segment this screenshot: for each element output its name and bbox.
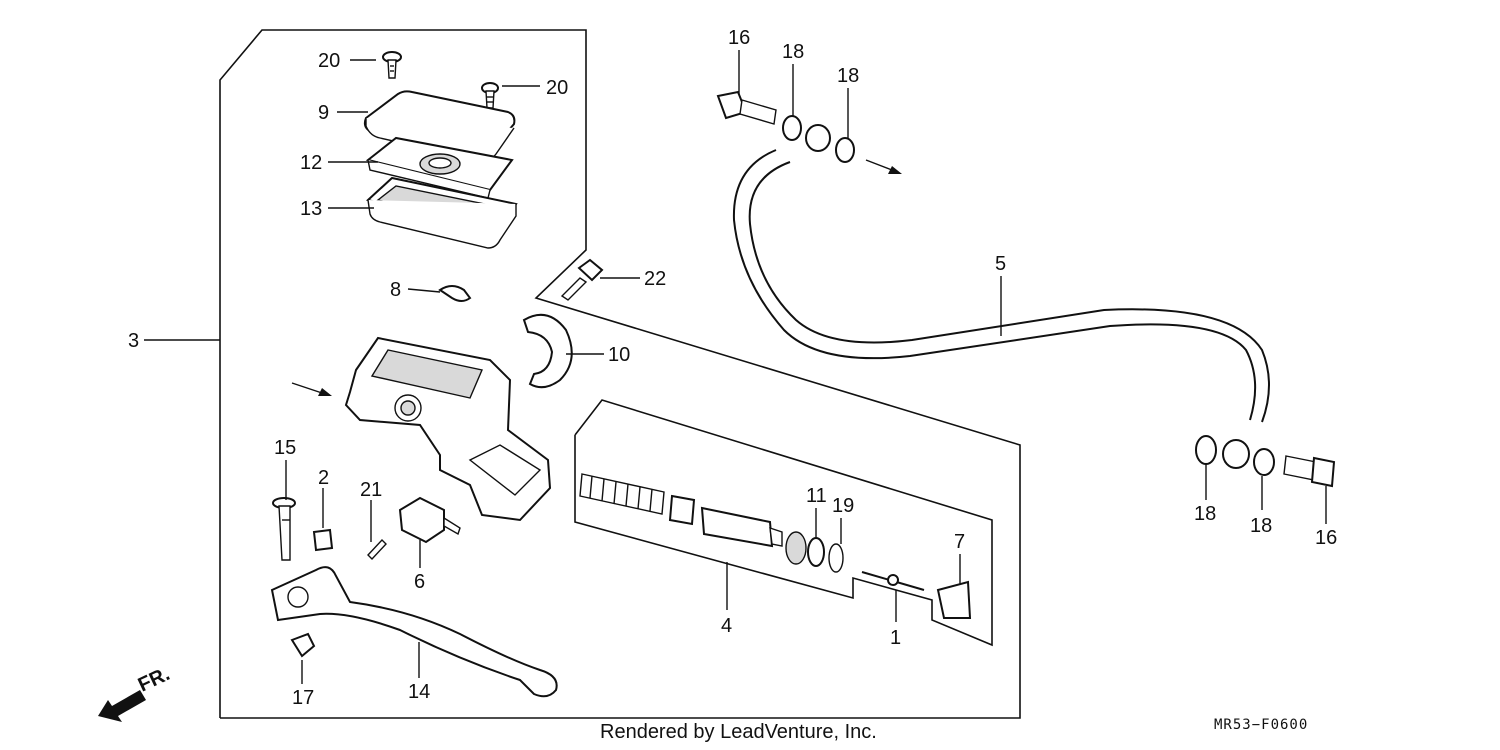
brake-hose-5 xyxy=(732,149,1270,423)
seal xyxy=(785,531,807,565)
bushing-2 xyxy=(312,528,334,552)
callout-10: 10 xyxy=(608,344,630,366)
callout-15: 15 xyxy=(274,437,296,459)
callout-3: 3 xyxy=(128,330,139,352)
leader-lines xyxy=(144,50,1327,684)
banjo-bolt-16-lower xyxy=(1283,455,1336,488)
drawing-code: MR53−F0600 xyxy=(1214,717,1308,733)
washer-18-b xyxy=(835,137,855,163)
washer-18-c xyxy=(1195,435,1217,465)
callout-9: 9 xyxy=(318,102,329,124)
callout-17: 17 xyxy=(292,687,314,709)
reservoir-cap-9 xyxy=(363,90,516,162)
bolt-22 xyxy=(560,258,604,301)
boot-7 xyxy=(936,580,972,619)
front-direction-arrow-icon: FR. xyxy=(98,663,173,722)
callout-18-c: 18 xyxy=(1194,503,1216,525)
diaphragm-13 xyxy=(365,176,518,249)
circlip-19 xyxy=(828,543,844,573)
callout-12: 12 xyxy=(300,152,322,174)
arrow-icon xyxy=(865,159,902,174)
callout-1: 1 xyxy=(890,627,901,649)
callout-4: 4 xyxy=(721,615,732,637)
callout-20-upper: 20 xyxy=(318,50,340,72)
callout-5: 5 xyxy=(995,253,1006,275)
spring xyxy=(579,473,665,515)
banjo-bolt-16-upper xyxy=(716,90,777,125)
callout-7: 7 xyxy=(954,531,965,553)
arrow-icon xyxy=(291,382,332,396)
screw-21 xyxy=(367,538,387,561)
callout-18-b: 18 xyxy=(837,65,859,87)
master-cylinder-body xyxy=(344,336,552,522)
footer-credit: Rendered by LeadVenture, Inc. xyxy=(600,721,877,743)
clip-8 xyxy=(438,285,472,302)
assembly-frame-3 xyxy=(219,29,1021,719)
pushrod-1 xyxy=(861,571,925,591)
callout-20-lower: 20 xyxy=(546,77,568,99)
callout-8: 8 xyxy=(390,279,401,301)
screw-20-upper xyxy=(382,51,402,79)
piston-kit-bracket-4 xyxy=(574,399,993,647)
piston xyxy=(700,506,783,548)
callout-13: 13 xyxy=(300,198,322,220)
callout-16-upper: 16 xyxy=(728,27,750,49)
banjo-fitting-upper xyxy=(805,124,831,152)
callout-16-lower: 16 xyxy=(1315,527,1337,549)
switch-6 xyxy=(398,496,461,544)
callout-18-a: 18 xyxy=(782,41,804,63)
washer-11 xyxy=(807,537,825,567)
nut-17 xyxy=(290,632,316,658)
screw-20-lower xyxy=(481,82,499,109)
diaphragm-plate-12 xyxy=(365,136,514,199)
banjo-fitting-lower xyxy=(1222,439,1250,469)
callout-2: 2 xyxy=(318,467,329,489)
callout-19: 19 xyxy=(832,495,854,517)
callout-22: 22 xyxy=(644,268,666,290)
pivot-bolt-15 xyxy=(272,497,296,561)
cup xyxy=(668,494,696,526)
callout-labels: 3 20 20 9 12 13 8 22 10 15 2 21 6 17 14 … xyxy=(128,27,1337,709)
washer-18-d xyxy=(1253,448,1275,476)
holder-10 xyxy=(522,313,573,389)
callout-21: 21 xyxy=(360,479,382,501)
washer-18-a xyxy=(782,115,802,141)
callout-11: 11 xyxy=(806,485,827,507)
callout-6: 6 xyxy=(414,571,425,593)
callout-18-d: 18 xyxy=(1250,515,1272,537)
callout-14: 14 xyxy=(408,681,430,703)
lever-14 xyxy=(270,566,558,698)
